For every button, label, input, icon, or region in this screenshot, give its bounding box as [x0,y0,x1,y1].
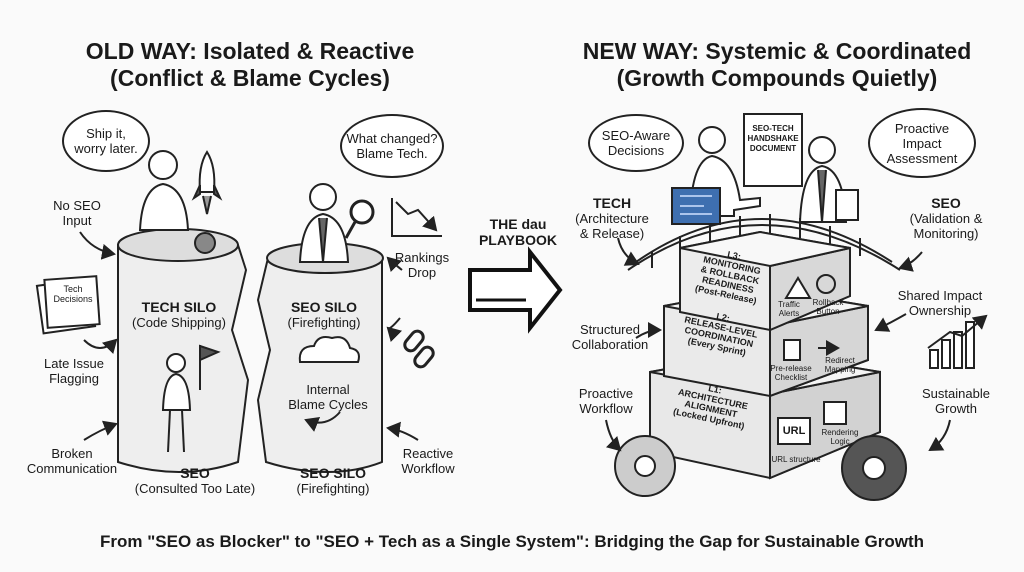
late-issue-label: Late Issue Flagging [44,356,104,386]
rocket-icon [191,150,223,215]
new-way-title: NEW WAY: Systemic & Coordinated (Growth … [540,38,1014,92]
level-l3-block [679,230,851,332]
blame-cycle-arrow [304,411,341,432]
seo-silo-title: SEO SILO [290,299,358,315]
seo-small-person-figure [161,344,221,453]
bridge-arch [627,214,901,271]
seo-role-subtitle: (Validation & Monitoring) [909,211,983,241]
l3-icons [784,274,836,299]
shared-impact-label: Shared Impact Ownership [897,288,983,318]
l2-icons [783,339,840,361]
l2-redirect-label: Redirect Mapping [824,356,856,374]
l1-url-icon-text: URL [782,425,806,437]
what-changed-bubble: What changed? Blame Tech. [340,114,444,178]
ship-it-bubble: Ship it, worry later. [62,110,150,172]
internal-blame-label: Internal Blame Cycles [288,382,368,412]
proactive-workflow-label: Proactive Workflow [578,386,634,416]
seo-consulted-label: SEO (Consulted Too Late) [120,465,270,497]
old-way-title-line2: (Conflict & Blame Cycles) [110,65,390,91]
tech-lead-figure [671,126,761,225]
tech-role-subtitle: (Architecture & Release) [575,211,649,241]
left-gear-icon [614,435,676,497]
tech-person-figure [138,150,216,254]
structured-collaboration-label: Structured Collaboration [571,322,649,352]
tech-decisions-label: Tech Decisions [53,284,93,304]
seo-person-figure [298,183,350,263]
no-seo-input-label: No SEO Input [53,198,101,228]
handshake-document-icon [743,113,803,187]
l1-icons [777,401,847,445]
left-callout-arrows [79,231,419,441]
seo-role-title: SEO [931,195,961,211]
tech-role-title: TECH [592,195,632,211]
seo-silo-label: SEO SILO (Firefighting) [268,299,380,331]
seo-consulted-title: SEO [180,465,210,481]
l1-rendering-label: Rendering Logic [821,428,859,446]
proactive-impact-bubble: Proactive Impact Assessment [868,108,976,178]
growth-chart-icon [927,314,988,369]
old-way-title-line1: OLD WAY: Isolated & Reactive [85,38,415,64]
seo-silo-bottom-label: SEO SILO (Firefighting) [278,465,388,497]
tech-silo-label: TECH SILO (Code Shipping) [122,299,236,331]
sustainable-growth-label: Sustainable Growth [922,386,990,416]
seo-consulted-subtitle: (Consulted Too Late) [134,481,256,496]
tech-role-label: TECH (Architecture & Release) [568,195,656,242]
l1-url-structure-label: URL structure [771,455,821,464]
old-way-title: OLD WAY: Isolated & Reactive (Conflict &… [30,38,470,92]
tech-silo-subtitle: (Code Shipping) [132,315,226,330]
cloud-icon [298,336,360,363]
new-way-title-line2: (Growth Compounds Quietly) [616,65,938,91]
l2-checklist-label: Pre-release Checklist [770,364,812,382]
broken-chain-icon [403,329,435,369]
seo-silo-subtitle: (Firefighting) [287,315,361,330]
seo-silo-bottom-title: SEO SILO [299,465,367,481]
right-callout-arrows [605,237,951,452]
l3-rollback-label: Rollback Button [812,298,844,316]
seo-lead-figure [798,136,859,223]
magnifier-icon [344,199,375,239]
reactive-workflow-label: Reactive Workflow [401,446,455,476]
handshake-document-label: SEO-TECH HANDSHAKE DOCUMENT [747,124,799,153]
rankings-drop-chart-icon [391,198,442,237]
new-way-title-line1: NEW WAY: Systemic & Coordinated [582,38,972,64]
transition-arrow [468,246,563,334]
l3-traffic-alerts-label: Traffic Alerts [778,300,800,318]
playbook-label: THE dau PLAYBOOK [478,216,558,248]
seo-aware-bubble: SEO-Aware Decisions [588,114,684,172]
footer-caption: From "SEO as Blocker" to "SEO + Tech as … [99,532,925,551]
tech-decisions-document-icon [35,275,101,335]
seo-silo-bottom-subtitle: (Firefighting) [296,481,370,496]
tech-silo-title: TECH SILO [141,299,217,315]
broken-communication-label: Broken Communication [26,446,118,476]
seo-role-label: SEO (Validation & Monitoring) [896,195,996,242]
rankings-drop-label: Rankings Drop [394,250,450,280]
right-gear-icon [841,435,907,501]
